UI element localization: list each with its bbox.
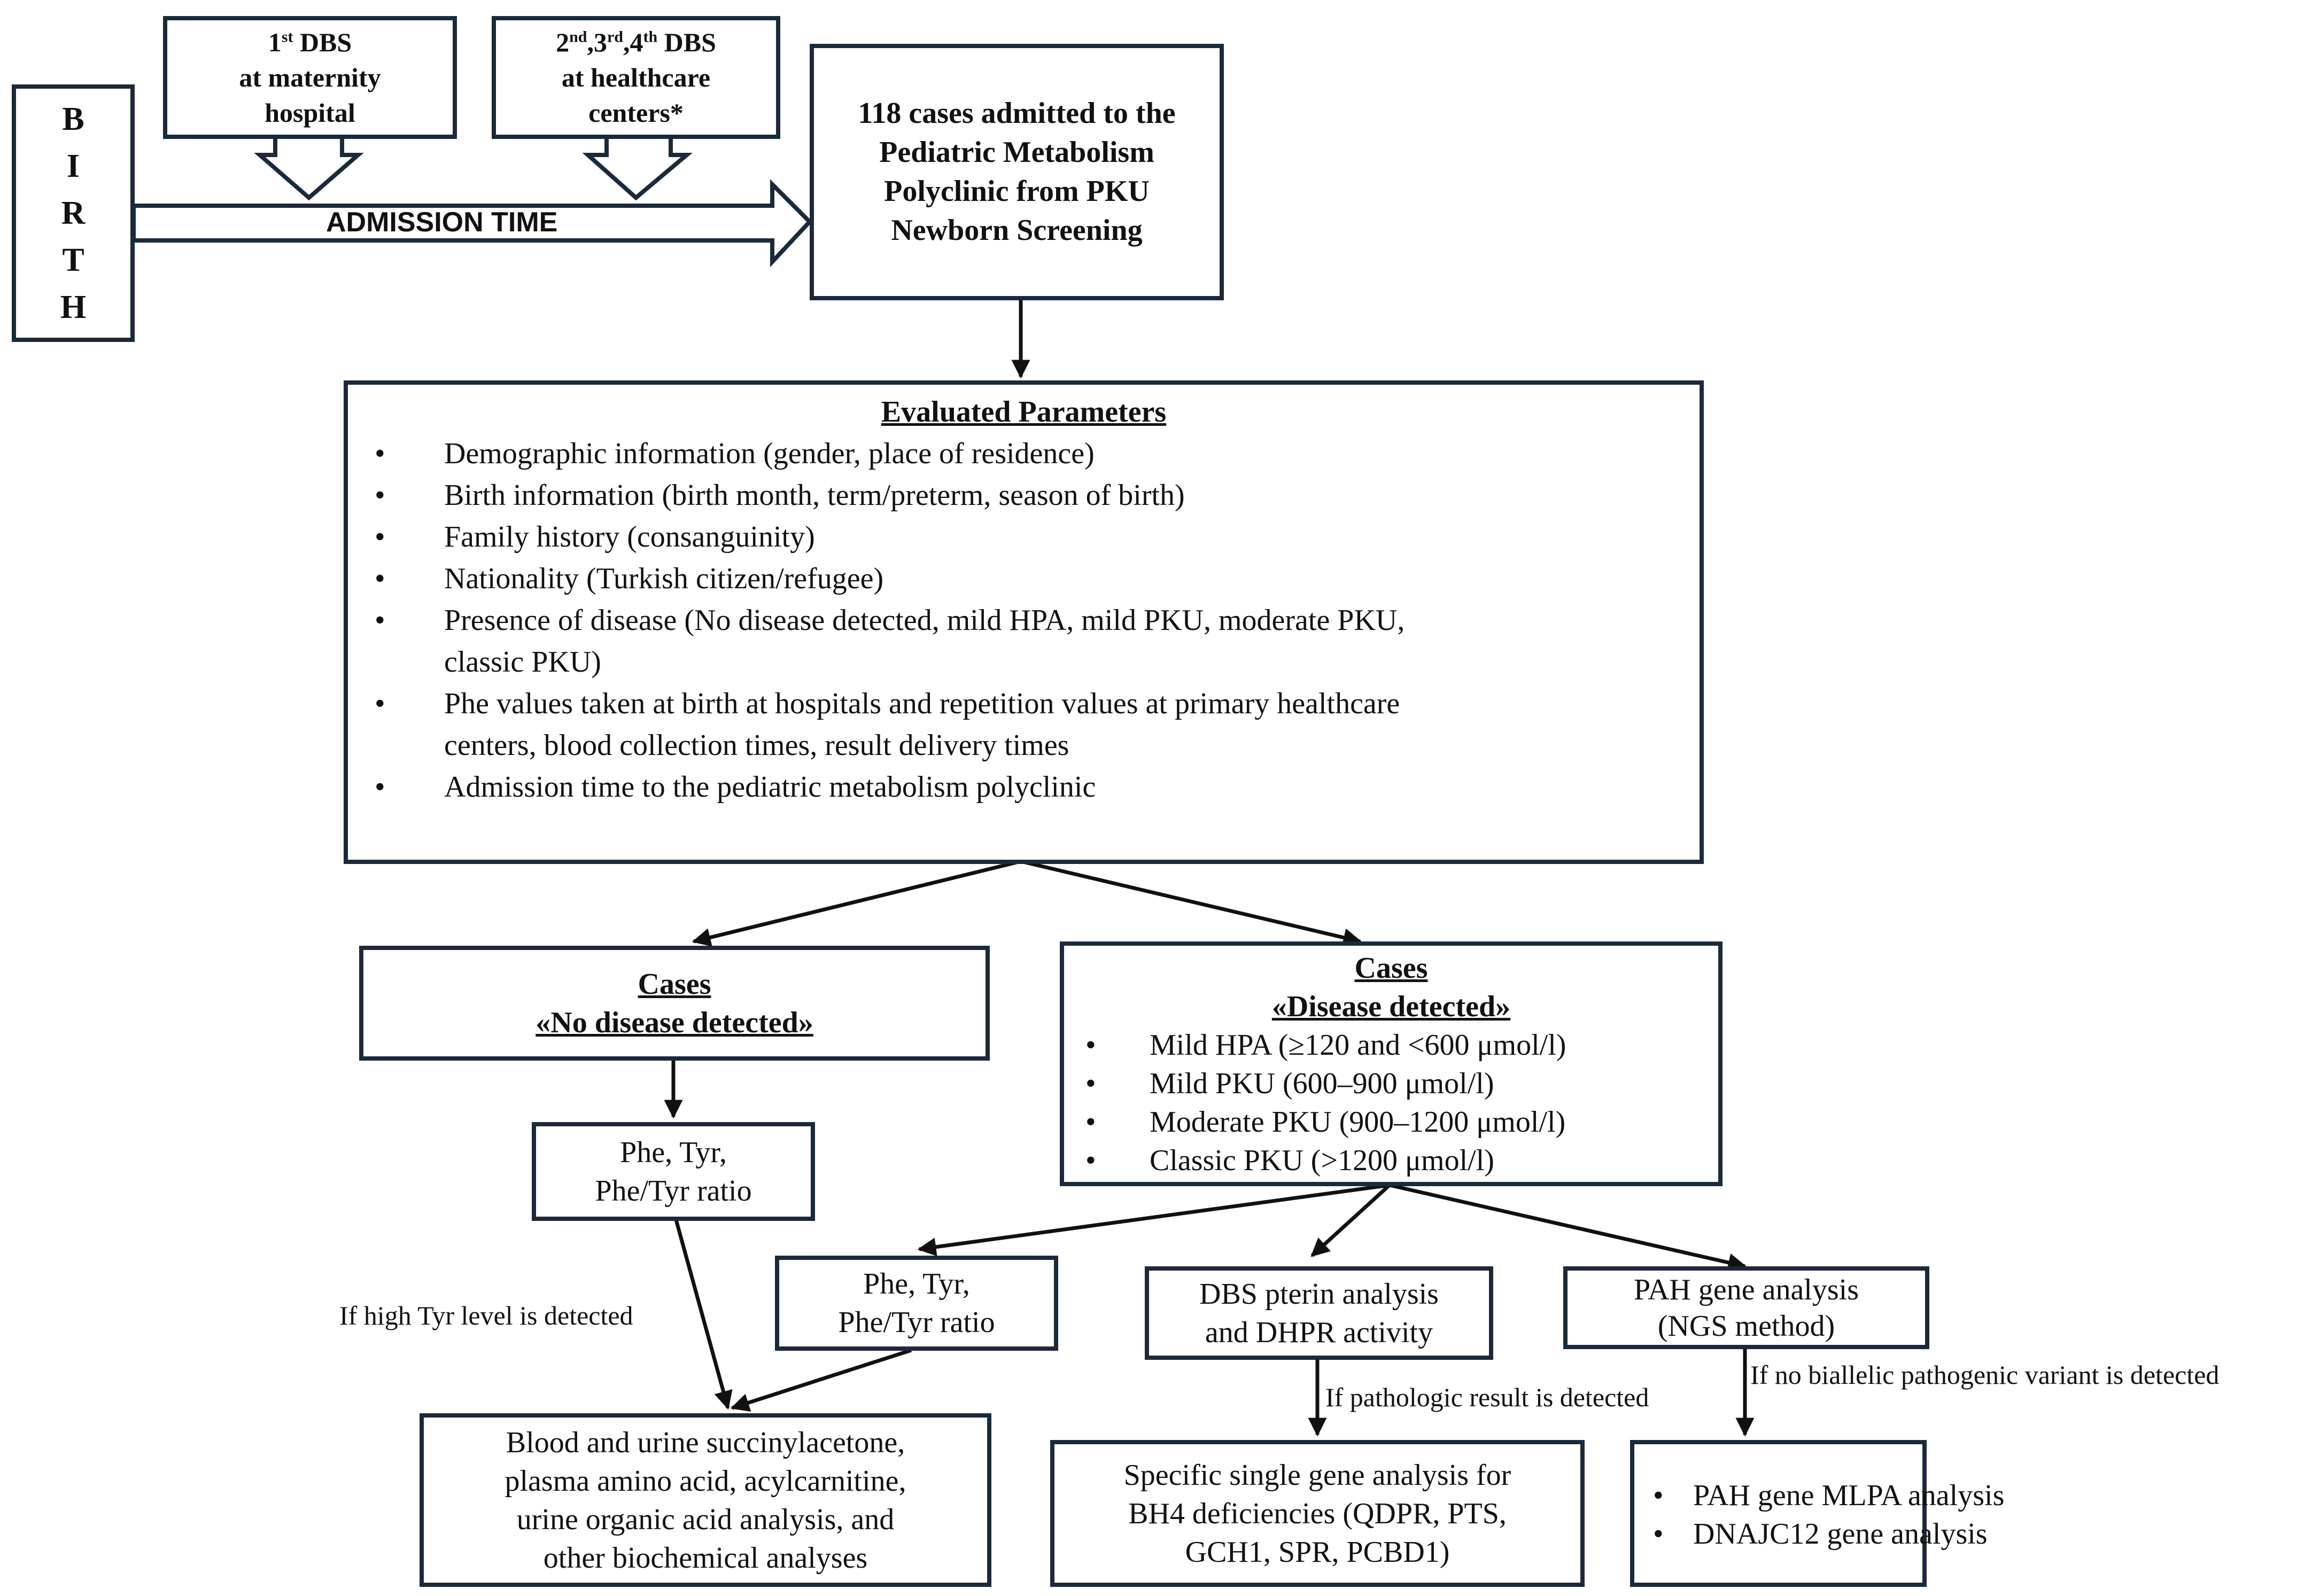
cases-118-line: Polyclinic from PKU (884, 175, 1150, 208)
list-item: •Mild PKU (600–900 μmol/l) (1085, 1067, 1494, 1100)
list-item: •Demographic information (gender, place … (375, 437, 1095, 470)
arrow-disease-to-pah (1389, 1183, 1747, 1272)
blood-line: other biochemical analyses (543, 1541, 868, 1575)
birth-letter-t: T (62, 242, 84, 278)
dbs1-line2: at maternity (239, 63, 381, 92)
blood-urine-box: Blood and urine succinylacetone, plasma … (420, 1413, 991, 1587)
admission-time-label: ADMISSION TIME (326, 207, 558, 238)
cases-118-box: 118 cases admitted to the Pediatric Meta… (810, 44, 1224, 300)
cases-118-line: Pediatric Metabolism (879, 136, 1154, 169)
bh4-line: GCH1, SPR, PCBD1) (1185, 1535, 1450, 1569)
list-item: •Admission time to the pediatric metabol… (375, 770, 1096, 804)
no-disease-subtitle: «No disease detected» (536, 1006, 813, 1039)
birth-letter-h: H (60, 289, 87, 325)
arrow-evaluated-to-nodisease (692, 859, 1021, 947)
bh4-line: Specific single gene analysis for (1123, 1458, 1511, 1492)
birth-letter-b: B (62, 101, 84, 137)
cases-118-line: 118 cases admitted to the (858, 97, 1176, 130)
arrow-disease-to-phemid (917, 1183, 1390, 1257)
list-item: •Mild HPA (≥120 and <600 μmol/l) (1085, 1029, 1566, 1062)
label-no-biallelic: If no biallelic pathogenic variant is de… (1750, 1360, 2220, 1390)
list-item: •Nationality (Turkish citizen/refugee) (375, 562, 884, 595)
list-item: •Presence of disease (No disease detecte… (375, 604, 1405, 679)
birth-letter-r: R (61, 195, 86, 231)
cases-118-line: Newborn Screening (891, 214, 1143, 247)
pah-gene-box: PAH gene analysis (NGS method) (1563, 1266, 1929, 1349)
pterin-line: DBS pterin analysis (1199, 1277, 1439, 1311)
pterin-line: and DHPR activity (1205, 1315, 1433, 1349)
dbs2-line2: at healthcare (561, 63, 711, 92)
phe-left-line: Phe, Tyr, (620, 1135, 727, 1169)
dbs2-box: 2nd,3rd,4th DBS at healthcare centers* (492, 16, 780, 139)
phe-left-line: Phe/Tyr ratio (595, 1174, 752, 1208)
arrow-evaluated-to-disease (1020, 859, 1362, 947)
list-item: •Family history (consanguinity) (375, 520, 815, 554)
cases-no-disease-box: Cases «No disease detected» (359, 946, 990, 1061)
list-item: •Birth information (birth month, term/pr… (375, 479, 1185, 512)
phe-mid-line: Phe, Tyr, (863, 1267, 970, 1301)
blood-line: urine organic acid analysis, and (516, 1502, 895, 1536)
bh4-line: BH4 deficiencies (QDPR, PTS, (1128, 1497, 1507, 1530)
no-disease-title: Cases (638, 967, 711, 1001)
dbs1-line3: hospital (265, 98, 355, 128)
disease-title: Cases (1354, 952, 1428, 985)
phe-tyr-mid-box: Phe, Tyr, Phe/Tyr ratio (775, 1256, 1058, 1351)
disease-subtitle: «Disease detected» (1271, 990, 1511, 1023)
label-pathologic: If pathologic result is detected (1325, 1382, 1649, 1412)
label-high-tyr: If high Tyr level is detected (339, 1301, 633, 1330)
dbs1-line1: 1st DBS (268, 27, 352, 57)
arrow-phemid-to-blood (730, 1348, 912, 1412)
phe-tyr-left-box: Phe, Tyr, Phe/Tyr ratio (532, 1122, 815, 1221)
phe-mid-line: Phe/Tyr ratio (838, 1306, 995, 1339)
evaluated-parameters-box: Evaluated Parameters •Demographic inform… (344, 380, 1704, 864)
list-item: •Moderate PKU (900–1200 μmol/l) (1085, 1105, 1566, 1139)
dbs2-line3: centers* (588, 98, 684, 128)
evaluated-title: Evaluated Parameters (881, 395, 1167, 429)
birth-box: B I R T H (12, 84, 135, 342)
cases-disease-box: Cases «Disease detected» •Mild HPA (≥120… (1060, 941, 1722, 1186)
list-item: •Phe values taken at birth at hospitals … (375, 687, 1400, 762)
birth-letter-i: I (66, 148, 80, 184)
blood-line: plasma amino acid, acylcarnitine, (505, 1464, 906, 1498)
list-item: •DNAJC12 gene analysis (1653, 1517, 1988, 1551)
dbs-pterin-box: DBS pterin analysis and DHPR activity (1145, 1266, 1493, 1360)
admission-arrow (131, 179, 813, 268)
dbs1-box: 1st DBS at maternity hospital (163, 16, 457, 139)
arrow-disease-to-pterin (1310, 1184, 1391, 1257)
list-item: •PAH gene MLPA analysis (1653, 1479, 2005, 1512)
blood-line: Blood and urine succinylacetone, (506, 1426, 905, 1459)
pah-line: (NGS method) (1657, 1309, 1835, 1343)
mlpa-box: •PAH gene MLPA analysis •DNAJC12 gene an… (1630, 1440, 2004, 1587)
pah-line: PAH gene analysis (1633, 1273, 1859, 1306)
bh4-box: Specific single gene analysis for BH4 de… (1050, 1440, 1585, 1587)
dbs2-down-arrow (582, 134, 693, 201)
dbs2-line1: 2nd,3rd,4th DBS (556, 27, 716, 57)
arrow-phe-to-blood (674, 1219, 733, 1410)
list-item: •Classic PKU (>1200 μmol/l) (1085, 1144, 1494, 1177)
dbs1-down-arrow (254, 134, 364, 201)
